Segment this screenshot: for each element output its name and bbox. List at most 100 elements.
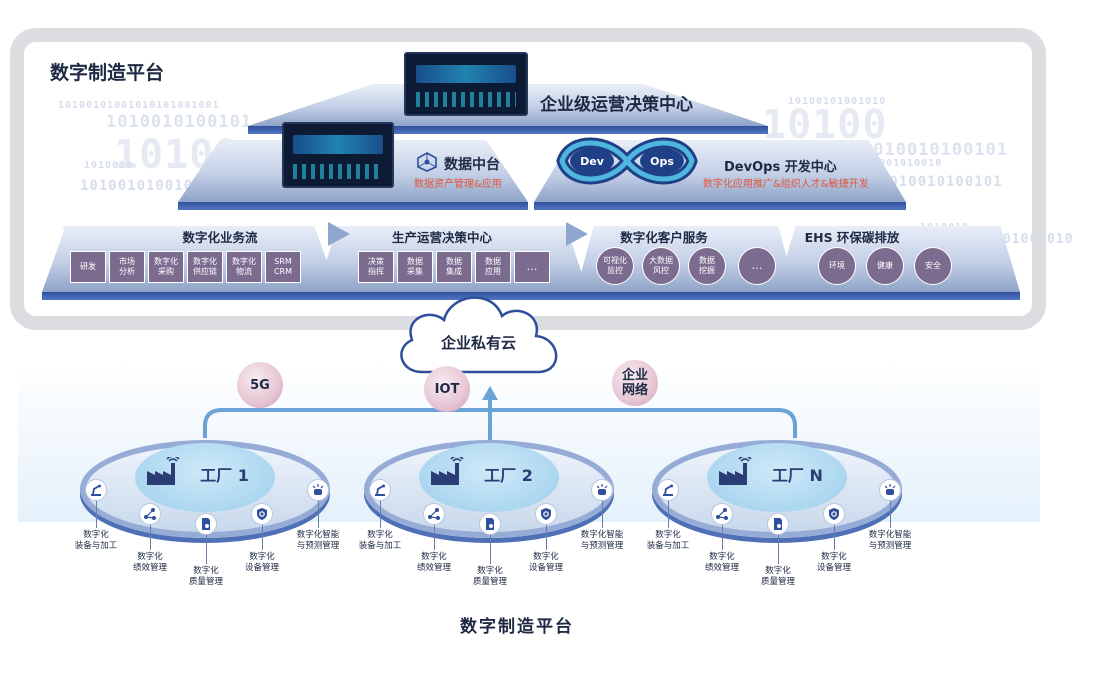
factory-function-label: 数字化智能 与预测管理 xyxy=(580,530,624,551)
factory-function-label: 数字化 绩效管理 xyxy=(132,552,168,573)
devops-ops-text: Ops xyxy=(650,155,674,168)
factory-function-label: 数字化智能 与预测管理 xyxy=(296,530,340,551)
factory-function-label: 数字化 绩效管理 xyxy=(416,552,452,573)
factory-function-label: 数字化 装备与加工 xyxy=(74,530,118,551)
factory-function-label: 数字化智能 与预测管理 xyxy=(868,530,912,551)
flow-arrow-icon xyxy=(328,222,350,246)
share-nodes-icon xyxy=(139,503,161,525)
factory-function-label: 数字化 质量管理 xyxy=(472,566,508,587)
platform-frame xyxy=(10,28,1046,330)
ehs-circle: 安全 xyxy=(914,247,952,285)
business-tile: 市场 分析 xyxy=(109,251,145,283)
factory-icon xyxy=(431,456,464,485)
document-gear-icon xyxy=(479,513,501,535)
devops-title: DevOps 开发中心 xyxy=(724,160,837,175)
function-connector xyxy=(546,525,547,550)
function-connector xyxy=(262,525,263,550)
robot-arm-icon xyxy=(85,479,107,501)
footer-title: 数字制造平台 xyxy=(460,617,574,637)
binary-decoration: 101001010010 xyxy=(858,158,943,169)
function-connector xyxy=(206,535,207,564)
enterprise-network-bubble: 企业 网络 xyxy=(612,360,658,406)
alarm-signal-icon xyxy=(591,479,613,501)
function-connector xyxy=(490,535,491,564)
business-tile: 研发 xyxy=(70,251,106,283)
share-nodes-icon xyxy=(423,503,445,525)
document-gear-icon xyxy=(767,513,789,535)
binary-decoration: 1010010100101 xyxy=(862,140,1009,160)
binary-decoration: 1010010 xyxy=(84,160,134,171)
factory-function-label: 数字化 装备与加工 xyxy=(358,530,402,551)
factory-function-label: 数字化 质量管理 xyxy=(188,566,224,587)
function-connector xyxy=(722,525,723,550)
factory-icon xyxy=(719,456,752,485)
dashboard-monitor-icon xyxy=(404,52,528,116)
factory-function-label: 数字化 设备管理 xyxy=(244,552,280,573)
binary-decoration: 1010010100101 xyxy=(80,178,203,194)
shield-search-icon xyxy=(535,503,557,525)
binary-decoration: 10100101001010 xyxy=(788,96,887,107)
data-middle-title: 数据中台 xyxy=(444,157,500,173)
service-circle: 数据 挖掘 xyxy=(688,247,726,285)
ehs-circle: 环境 xyxy=(818,247,856,285)
business-tile: 数字化 供应链 xyxy=(187,251,223,283)
factory-function-label: 数字化 设备管理 xyxy=(528,552,564,573)
factory-function-label: 数字化 设备管理 xyxy=(816,552,852,573)
function-connector xyxy=(96,501,97,528)
platform-title: 数字制造平台 xyxy=(50,62,165,84)
factory-name: 工厂 2 xyxy=(484,465,533,485)
production-tile: 数据 采集 xyxy=(397,251,433,283)
function-connector xyxy=(434,525,435,550)
production-tile: 数据 应用 xyxy=(475,251,511,283)
alarm-signal-icon xyxy=(879,479,901,501)
service-circle: 大数据 风控 xyxy=(642,247,680,285)
service-circle: 可视化 监控 xyxy=(596,247,634,285)
iot-bubble: IOT xyxy=(424,366,470,412)
factory-function-label: 数字化 装备与加工 xyxy=(646,530,690,551)
document-gear-icon xyxy=(195,513,217,535)
robot-arm-icon xyxy=(369,479,391,501)
function-connector xyxy=(668,501,669,528)
factory-name: 工厂 N xyxy=(771,465,823,485)
function-connector xyxy=(778,535,779,564)
factory-function-label: 数字化 质量管理 xyxy=(760,566,796,587)
business-tile: SRM CRM xyxy=(265,251,301,283)
service-circle: … xyxy=(738,247,776,285)
dashboard-monitor-icon xyxy=(282,122,394,188)
section-title-customer-service: 数字化客户服务 xyxy=(620,230,708,245)
function-connector xyxy=(890,501,891,528)
function-connector xyxy=(150,525,151,550)
factory-name: 工厂 1 xyxy=(200,465,249,485)
function-connector xyxy=(380,501,381,528)
factory-icon xyxy=(147,456,180,485)
flow-arrow-icon xyxy=(566,222,588,246)
5g-bubble: 5G xyxy=(237,362,283,408)
data-middle-subtitle: 数据资产管理&应用 xyxy=(414,179,502,190)
section-title-ehs: EHS 环保碳排放 xyxy=(804,230,900,245)
production-tile: 数据 集成 xyxy=(436,251,472,283)
binary-decoration: 10100101001010101001001 xyxy=(58,100,220,111)
production-tile: 决策 指挥 xyxy=(358,251,394,283)
function-connector xyxy=(318,501,319,528)
alarm-signal-icon xyxy=(307,479,329,501)
ehs-circle: 健康 xyxy=(866,247,904,285)
shield-search-icon xyxy=(823,503,845,525)
private-cloud-icon xyxy=(400,296,558,374)
factory-function-label: 数字化 绩效管理 xyxy=(704,552,740,573)
robot-arm-icon xyxy=(657,479,679,501)
devops-loop-icon: Dev Ops xyxy=(556,137,698,185)
cloud-label: 企业私有云 xyxy=(441,334,517,352)
binary-decoration: 1010010100101 xyxy=(106,112,253,132)
devops-subtitle: 数字化应用推广&组织人才&敏捷开发 xyxy=(703,179,869,190)
function-connector xyxy=(834,525,835,550)
network-hub-icon xyxy=(417,152,437,172)
function-connector xyxy=(602,501,603,528)
share-nodes-icon xyxy=(711,503,733,525)
binary-decoration: 1010010100101 xyxy=(880,174,1003,190)
business-tile: 数字化 物流 xyxy=(226,251,262,283)
production-tile: … xyxy=(514,251,550,283)
business-tile: 数字化 采购 xyxy=(148,251,184,283)
devops-dev-text: Dev xyxy=(580,155,605,168)
